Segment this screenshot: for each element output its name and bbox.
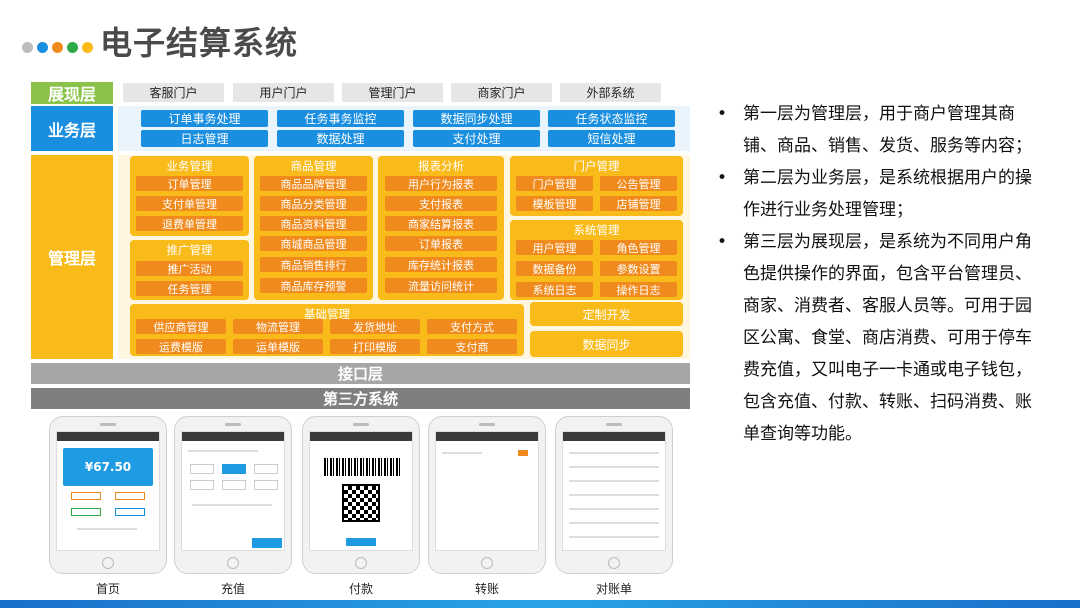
portal-merchant: 商家门户 (451, 83, 552, 102)
biz-task-monitor: 任务事务监控 (277, 110, 404, 127)
item-param-settings: 参数设置 (600, 261, 677, 276)
page-title: 电子结算系统 (100, 24, 299, 62)
group-business-mgmt-title: 业务管理 (166, 159, 213, 173)
group-goods-title: 商品管理 (290, 159, 337, 173)
item-portal-mgmt: 门户管理 (516, 176, 593, 191)
presentation-layer-label: 展现层 (31, 82, 113, 104)
phone-statement (555, 416, 673, 574)
business-layer-label: 业务层 (31, 106, 113, 151)
decor-dot-4 (67, 42, 78, 53)
interface-layer-band: 接口层 (31, 363, 690, 384)
item-user-behavior-report: 用户行为报表 (385, 176, 497, 191)
item-refund-mgmt: 退费单管理 (136, 216, 243, 231)
item-payment-report: 支付报表 (385, 196, 497, 211)
item-traffic-stats: 流量访问统计 (385, 278, 497, 293)
portal-user: 用户门户 (233, 83, 334, 102)
item-category-mgmt: 商品分类管理 (260, 196, 367, 211)
item-stock-alert: 商品库存预警 (260, 278, 367, 293)
item-mall-goods-mgmt: 商城商品管理 (260, 236, 367, 251)
biz-order-transaction: 订单事务处理 (141, 110, 268, 127)
phone-label-transfer: 转账 (474, 582, 499, 596)
biz-data-sync: 数据同步处理 (413, 110, 540, 127)
item-supplier-mgmt: 供应商管理 (136, 319, 226, 334)
portal-external: 外部系统 (560, 83, 661, 102)
phone-recharge-screen (181, 431, 285, 551)
footer-bar (0, 600, 1080, 608)
group-base-title: 基础管理 (304, 307, 350, 321)
item-freight-template: 运费模版 (136, 339, 226, 354)
phone-label-statement: 对账单 (595, 582, 632, 596)
bullet-item: •第三层为展现层，是系统为不同用户角色提供操作的界面，包含平台管理员、商家、消费… (717, 232, 1032, 444)
item-order-mgmt: 订单管理 (136, 176, 243, 191)
phone-statement-screen (562, 431, 666, 551)
bullet-item: •第一层为管理层，用于商户管理其商铺、商品、销售、发货、服务等内容； (717, 104, 1032, 156)
item-task-mgmt: 任务管理 (136, 281, 243, 296)
item-print-template: 打印模版 (330, 339, 420, 354)
decor-dot-2 (37, 42, 48, 53)
item-user-mgmt: 用户管理 (516, 240, 593, 255)
item-goods-info-mgmt: 商品资料管理 (260, 216, 367, 231)
decor-dot-5 (82, 42, 93, 53)
item-notice-mgmt: 公告管理 (600, 176, 677, 191)
phone-transfer-screen (435, 431, 539, 551)
decor-dot-3 (52, 42, 63, 53)
third-party-band: 第三方系统 (31, 388, 690, 409)
item-role-mgmt: 角色管理 (600, 240, 677, 255)
item-sales-ranking: 商品销售排行 (260, 257, 367, 272)
item-payment-order-mgmt: 支付单管理 (136, 196, 243, 211)
item-data-backup: 数据备份 (516, 261, 593, 276)
decor-dot-1 (22, 42, 33, 53)
portal-admin: 管理门户 (342, 83, 443, 102)
description-list: •第一层为管理层，用于商户管理其商铺、商品、销售、发货、服务等内容； •第二层为… (717, 98, 1037, 450)
biz-sms-processing: 短信处理 (548, 130, 675, 147)
box-custom-dev: 定制开发 (530, 302, 683, 326)
item-operation-log: 操作日志 (600, 282, 677, 297)
group-portal-title: 门户管理 (573, 159, 620, 173)
phone-payment-screen (309, 431, 413, 551)
management-layer-label: 管理层 (31, 155, 113, 359)
portal-customer-service: 客服门户 (123, 83, 224, 102)
item-brand-mgmt: 商品品牌管理 (260, 176, 367, 191)
bullet-text: 第三层为展现层，是系统为不同用户角色提供操作的界面，包含平台管理员、商家、消费者… (743, 232, 1032, 444)
item-payment-method: 支付方式 (427, 319, 517, 334)
box-data-sync: 数据同步 (530, 331, 683, 357)
item-logistics-mgmt: 物流管理 (233, 319, 323, 334)
item-template-mgmt: 模板管理 (516, 196, 593, 211)
item-shop-mgmt: 店铺管理 (600, 196, 677, 211)
group-system-title: 系统管理 (573, 223, 620, 237)
phone-label-recharge: 充值 (220, 582, 245, 596)
phone-label-home: 首页 (95, 582, 120, 596)
item-promotion-activity: 推广活动 (136, 261, 243, 276)
item-payment-provider: 支付商 (427, 339, 517, 354)
item-system-log: 系统日志 (516, 282, 593, 297)
group-promotion-title: 推广管理 (166, 243, 213, 257)
group-reports-title: 报表分析 (418, 159, 464, 173)
item-order-report: 订单报表 (385, 236, 497, 251)
phone-home-screen: ¥67.50 (56, 431, 160, 551)
biz-log-mgmt: 日志管理 (141, 130, 268, 147)
phone-home: ¥67.50 (49, 416, 167, 574)
home-balance-amount: ¥67.50 (84, 460, 132, 474)
biz-data-processing: 数据处理 (277, 130, 404, 147)
bullet-item: •第二层为业务层，是系统根据用户的操作进行业务处理管理； (717, 168, 1032, 220)
phone-recharge (174, 416, 292, 574)
bullet-text: 第一层为管理层，用于商户管理其商铺、商品、销售、发货、服务等内容； (743, 104, 1032, 156)
phone-transfer (428, 416, 546, 574)
item-shipping-address: 发货地址 (330, 319, 420, 334)
biz-task-status: 任务状态监控 (548, 110, 675, 127)
bullet-text: 第二层为业务层，是系统根据用户的操作进行业务处理管理； (743, 168, 1032, 220)
phone-payment (302, 416, 420, 574)
item-stock-report: 库存统计报表 (385, 257, 497, 272)
biz-payment-processing: 支付处理 (413, 130, 540, 147)
phone-label-payment: 付款 (348, 582, 373, 596)
item-merchant-settlement-report: 商家结算报表 (385, 216, 497, 231)
item-waybill-template: 运单模版 (233, 339, 323, 354)
